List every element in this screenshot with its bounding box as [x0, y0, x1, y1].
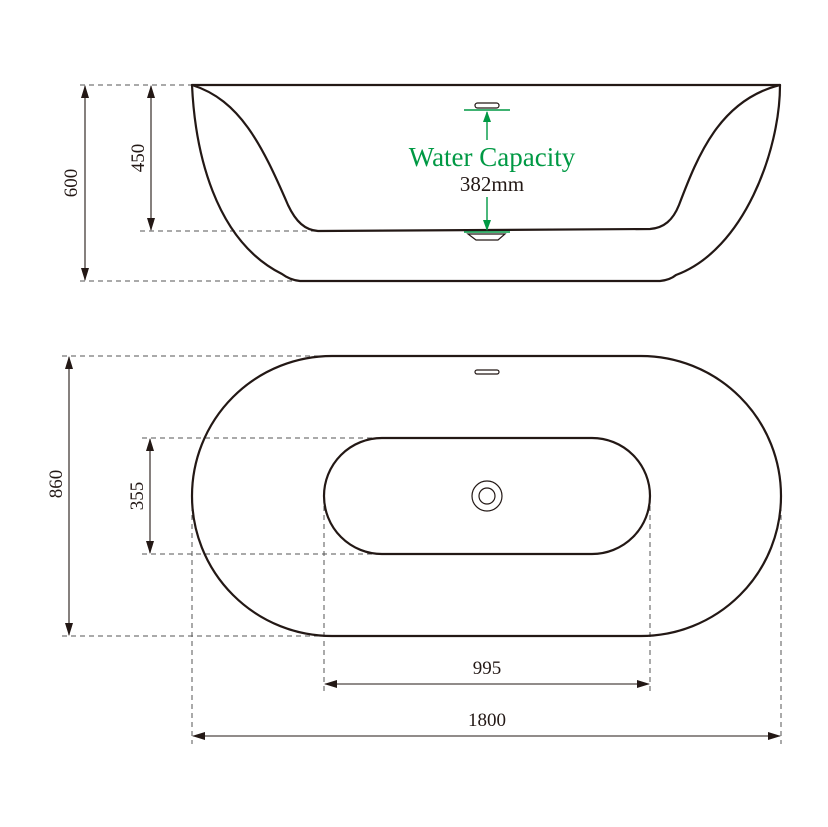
capacity-value: 382mm — [460, 172, 524, 196]
height-600-top-arrow — [81, 85, 89, 98]
height-600-bottom-arrow — [81, 268, 89, 281]
length-1800-label: 1800 — [468, 710, 506, 731]
depth-450-label: 450 — [128, 144, 149, 173]
side-outer-shell — [190, 83, 782, 283]
width-355-bottom-arrow — [146, 541, 154, 554]
side-inner-basin — [190, 83, 782, 233]
width-355-top-arrow — [146, 438, 154, 451]
length-1800-left-arrow — [192, 732, 205, 740]
top-inner-basin — [322, 436, 652, 556]
depth-450-top-arrow — [147, 85, 155, 98]
width-860-top-arrow — [65, 356, 73, 369]
capacity-down-arrow — [483, 220, 491, 231]
capacity-up-arrow — [483, 111, 491, 122]
length-995-right-arrow — [637, 680, 650, 688]
overflow-slot — [474, 102, 500, 109]
depth-450-bottom-arrow — [147, 218, 155, 231]
drain-inner-ring — [478, 487, 496, 505]
length-995-label: 995 — [473, 658, 502, 679]
top-view: 860 355 995 1800 — [46, 354, 783, 744]
drain-outer-ring — [471, 480, 503, 512]
capacity-title: Water Capacity — [409, 142, 576, 172]
length-1800-right-arrow — [768, 732, 781, 740]
side-drain — [466, 233, 507, 241]
top-outer-rim — [190, 354, 783, 638]
side-view: Water Capacity 382mm 600 450 — [61, 83, 782, 283]
width-355-label: 355 — [127, 482, 148, 511]
length-995-left-arrow — [324, 680, 337, 688]
width-860-label: 860 — [46, 470, 67, 499]
top-overflow-slot — [474, 369, 500, 375]
width-860-bottom-arrow — [65, 623, 73, 636]
height-600-label: 600 — [61, 169, 82, 198]
